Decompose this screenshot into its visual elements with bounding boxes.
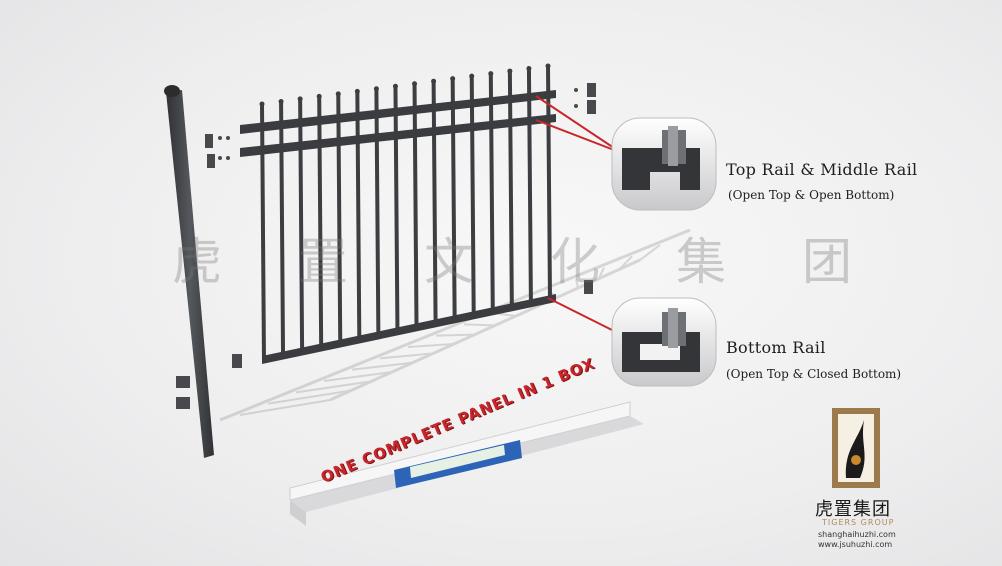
fence-picket xyxy=(260,103,266,363)
picket-tip xyxy=(354,88,360,94)
middle-rail xyxy=(240,114,556,157)
picket-tip xyxy=(450,76,456,82)
picket-tip xyxy=(526,66,532,72)
top-rail-profile-detail xyxy=(611,117,717,211)
picket-tip xyxy=(373,86,379,92)
fence-picket xyxy=(374,88,381,338)
picket-tip xyxy=(297,96,303,102)
fence-picket xyxy=(431,81,438,325)
fence-picket xyxy=(526,68,533,305)
fence-picket xyxy=(336,93,343,346)
picket-shadow xyxy=(597,267,605,280)
bottom-rail-callout-title: Bottom Rail xyxy=(726,338,826,357)
picket-shadow xyxy=(239,399,331,416)
picket-tip xyxy=(545,63,551,69)
picket-shadow xyxy=(379,352,434,360)
company-logo xyxy=(832,408,880,488)
bottom-rail xyxy=(262,294,556,364)
picket-shadow xyxy=(639,244,661,261)
bottom-rail-callout-subtitle: (Open Top & Closed Bottom) xyxy=(726,367,902,381)
fence-picket xyxy=(317,96,324,350)
picket-tip xyxy=(469,73,475,79)
callout-leader-lines xyxy=(535,95,619,334)
picket-tip xyxy=(335,91,341,97)
fence-picket xyxy=(355,91,362,342)
top-rail-callout-title: Top Rail & Middle Rail xyxy=(726,160,918,179)
picket-tip xyxy=(278,98,284,104)
picket-shadow xyxy=(323,371,393,382)
picket-tip xyxy=(431,78,437,84)
picket-shadow xyxy=(435,333,475,337)
top-rail-callout-subtitle: (Open Top & Open Bottom) xyxy=(728,188,895,202)
fence-pickets xyxy=(259,63,552,363)
picket-tip xyxy=(507,68,513,74)
logo-url-2: www.jsuhuzhi.com xyxy=(818,540,893,549)
packaging-box xyxy=(289,401,644,526)
picket-shadow xyxy=(267,389,351,405)
fence-picket xyxy=(412,83,419,329)
fence-rails xyxy=(240,90,556,364)
fence-picket xyxy=(507,71,514,309)
picket-tip xyxy=(259,101,265,107)
picket-tip xyxy=(392,83,398,89)
top-rail xyxy=(240,90,556,134)
fence-picket xyxy=(279,101,286,358)
picket-shadow xyxy=(351,361,413,371)
logo-english-name: TIGERS GROUP xyxy=(822,518,895,527)
picket-shadow xyxy=(407,343,455,348)
logo-url-1: shanghaihuzhi.com xyxy=(818,530,896,539)
rail-brackets xyxy=(176,83,596,409)
logo-company-name: 虎置集团 xyxy=(815,499,891,520)
picket-shadow xyxy=(575,278,579,289)
bottom-rail-profile-detail xyxy=(611,297,717,387)
fence-picket xyxy=(393,86,400,334)
fence-picket xyxy=(546,65,552,301)
picket-tip xyxy=(412,81,418,87)
picket-tip xyxy=(488,71,494,77)
fence-picket xyxy=(298,98,305,354)
picket-shadow xyxy=(618,255,633,271)
fence-picket xyxy=(469,76,476,317)
picket-tip xyxy=(316,93,322,99)
fence-picket xyxy=(488,73,495,313)
picket-shadow xyxy=(463,323,496,327)
fence-post xyxy=(164,85,214,458)
picket-shadow xyxy=(295,380,372,394)
fence-picket xyxy=(450,78,457,321)
